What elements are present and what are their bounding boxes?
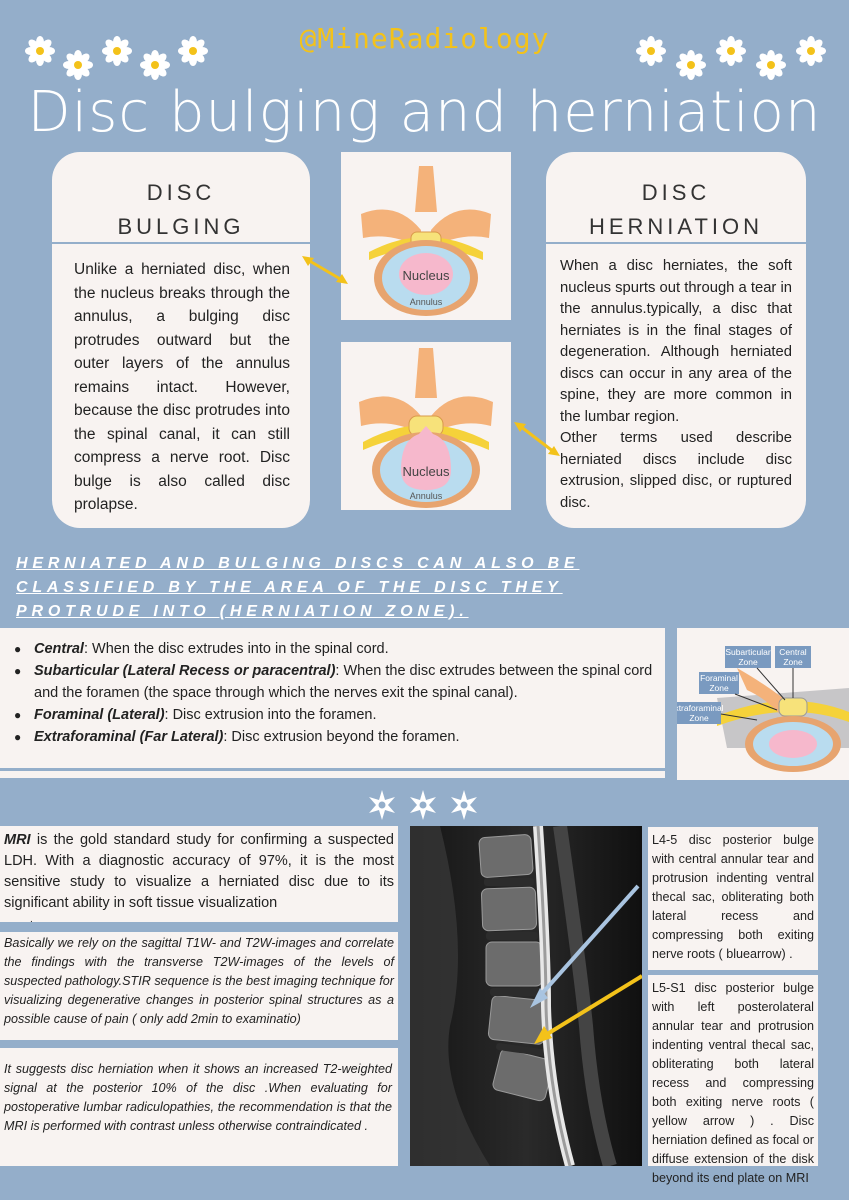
svg-text:Annulus: Annulus — [410, 297, 443, 307]
mri-signal-text: It suggests disc herniation when it show… — [0, 1048, 398, 1166]
mri-sagittal-image — [410, 825, 644, 1169]
double-arrow-icon — [514, 422, 560, 456]
author-handle: @MineRadiology — [299, 22, 550, 55]
mri-intro-text: MRI is the gold standard study for confi… — [0, 826, 398, 925]
mri-caption-l5-s1: L5-S1 disc posterior bulge with left pos… — [648, 975, 818, 1185]
classification-heading: Herniated and bulging discs can also be … — [16, 555, 580, 620]
svg-text:Nucleus: Nucleus — [403, 268, 450, 283]
svg-text:Subarticular: Subarticular — [725, 647, 771, 657]
mri-caption-l4-5: L4-5 disc posterior bulge with central a… — [648, 827, 818, 970]
herniation-zones-list: Central: When the disc extrudes into in … — [0, 628, 665, 768]
svg-text:Foraminal: Foraminal — [700, 673, 738, 683]
star-icon — [410, 790, 436, 820]
page-title: Disc bulging and herniation — [27, 80, 822, 145]
svg-text:Zone: Zone — [689, 713, 709, 723]
list-item: Subarticular (Lateral Recess or paracent… — [12, 660, 665, 704]
herniation-body: When a disc herniates, the soft nucleus … — [546, 244, 806, 528]
bulging-heading: DISC BULGING — [52, 152, 310, 242]
herniation-disc-diagram: Nucleus Annulus — [341, 342, 511, 510]
svg-text:Zone: Zone — [709, 683, 729, 693]
double-arrow-icon — [302, 256, 348, 284]
bulging-body: Unlike a herniated disc, when the nucleu… — [52, 244, 310, 528]
svg-text:Nucleus: Nucleus — [403, 464, 450, 479]
svg-text:Central: Central — [779, 647, 807, 657]
star-icon — [451, 790, 477, 820]
svg-text:xtraforaminal: xtraforaminal — [677, 703, 724, 713]
mri-sequences-text: Basically we rely on the sagittal T1W- a… — [0, 932, 398, 1040]
list-item: Central: When the disc extrudes into in … — [12, 638, 665, 660]
svg-text:Annulus: Annulus — [410, 491, 443, 501]
star-icon — [369, 790, 395, 820]
svg-text:Zone: Zone — [783, 657, 803, 667]
list-item: Extraforaminal (Far Lateral): Disc extru… — [12, 726, 665, 748]
svg-text:Zone: Zone — [738, 657, 758, 667]
herniation-zone-diagram: Subarticular Zone Central Zone Foraminal… — [674, 628, 849, 780]
herniation-heading: DISC HERNIATION — [546, 152, 806, 242]
bulging-disc-diagram: Nucleus Annulus — [341, 152, 511, 320]
divider — [0, 771, 665, 778]
list-item: Foraminal (Lateral): Disc extrusion into… — [12, 704, 665, 726]
